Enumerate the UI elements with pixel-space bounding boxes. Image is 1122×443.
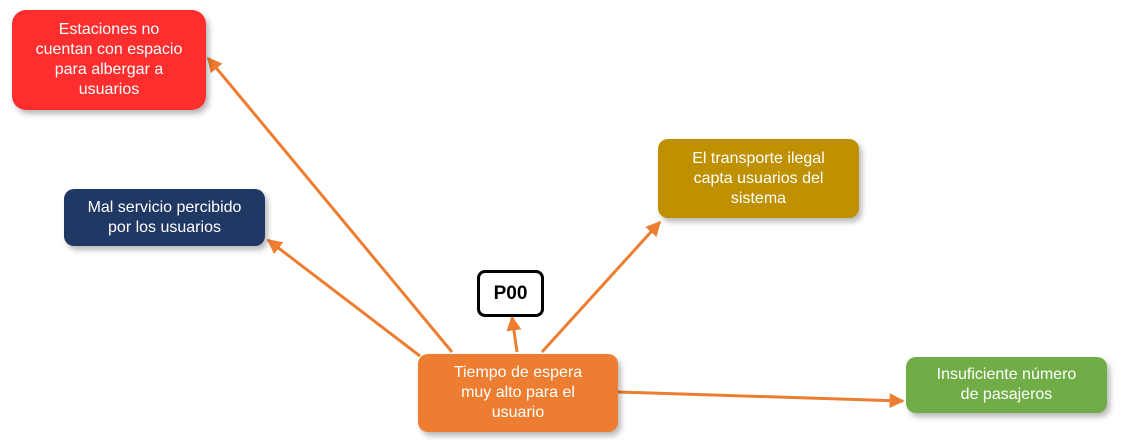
- node-insuficiente-pasajeros-label: Insuficiente número de pasajeros: [936, 366, 1077, 403]
- arrow-to-mal-servicio: [266, 238, 421, 358]
- node-estaciones: Estaciones no cuentan con espacio para a…: [12, 10, 206, 110]
- node-insuficiente-pasajeros: Insuficiente número de pasajeros: [906, 357, 1107, 413]
- node-estaciones-label: Estaciones no cuentan con espacio para a…: [35, 21, 183, 98]
- node-tiempo-espera-label: Tiempo de espera muy alto para el usuari…: [453, 364, 583, 421]
- arrow-to-p00: [506, 315, 522, 353]
- node-p00-label: P00: [493, 282, 528, 304]
- node-mal-servicio-label: Mal servicio percibido por los usuarios: [87, 198, 242, 236]
- node-transporte-ilegal: El transporte ilegal capta usuarios del …: [658, 139, 859, 218]
- arrow-to-transporte: [540, 220, 662, 354]
- arrow-to-estaciones: [206, 56, 454, 353]
- node-p00: P00: [477, 270, 544, 317]
- node-transporte-ilegal-label: El transporte ilegal capta usuarios del …: [692, 149, 825, 207]
- node-mal-servicio: Mal servicio percibido por los usuarios: [64, 189, 265, 246]
- arrow-to-insuficiente: [617, 390, 905, 409]
- node-tiempo-espera: Tiempo de espera muy alto para el usuari…: [418, 354, 618, 432]
